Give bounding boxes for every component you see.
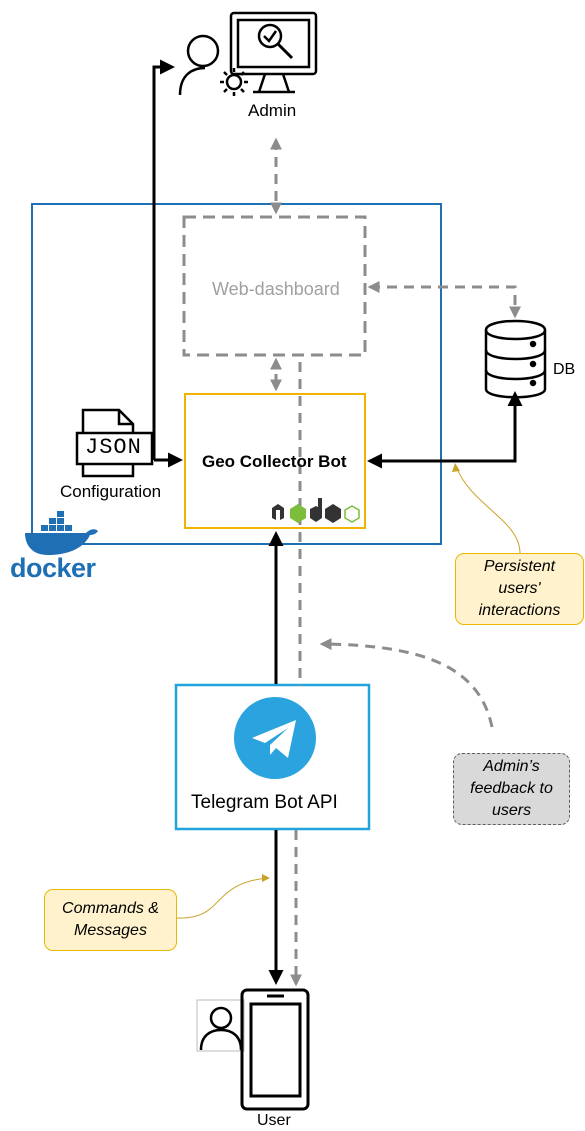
telegram-bot-api-label: Telegram Bot API: [191, 792, 338, 813]
admin-label: Admin: [248, 101, 297, 120]
telegram-logo-icon: [234, 697, 316, 779]
monitor-check-icon: [229, 11, 318, 94]
db-label: DB: [553, 361, 576, 378]
docker-whale-icon: [25, 511, 98, 555]
json-file-label: JSON: [85, 435, 142, 460]
feedback-curve: [319, 638, 494, 728]
web-dashboard-box: [182, 215, 367, 357]
docker-label: docker: [10, 553, 96, 583]
commands-messages-note: Commands & Messages: [44, 889, 177, 951]
user-label: User: [257, 1112, 291, 1129]
web-dashboard-label: Web-dashboard: [212, 279, 340, 299]
database-icon: [484, 319, 547, 399]
json-file-icon: [75, 408, 154, 478]
bot-db-link: [367, 391, 523, 469]
commands-callout-curve: [176, 877, 269, 919]
docker-container-frame: [31, 203, 442, 545]
nodejs-logo-icon: [272, 498, 360, 523]
dashboard-db-link: [367, 281, 521, 319]
geo-collector-bot-label: Geo Collector Bot: [202, 452, 347, 471]
user-icon: [196, 999, 245, 1052]
configuration-label: Configuration: [60, 482, 162, 501]
persistent-interactions-note: Persistent users' interactions: [455, 553, 584, 625]
config-admin-link: [152, 59, 175, 460]
persistent-callout-curve: [455, 465, 521, 554]
admin-feedback-note: Admin’s feedback to users: [453, 753, 570, 825]
smartphone-icon: [240, 988, 310, 1111]
